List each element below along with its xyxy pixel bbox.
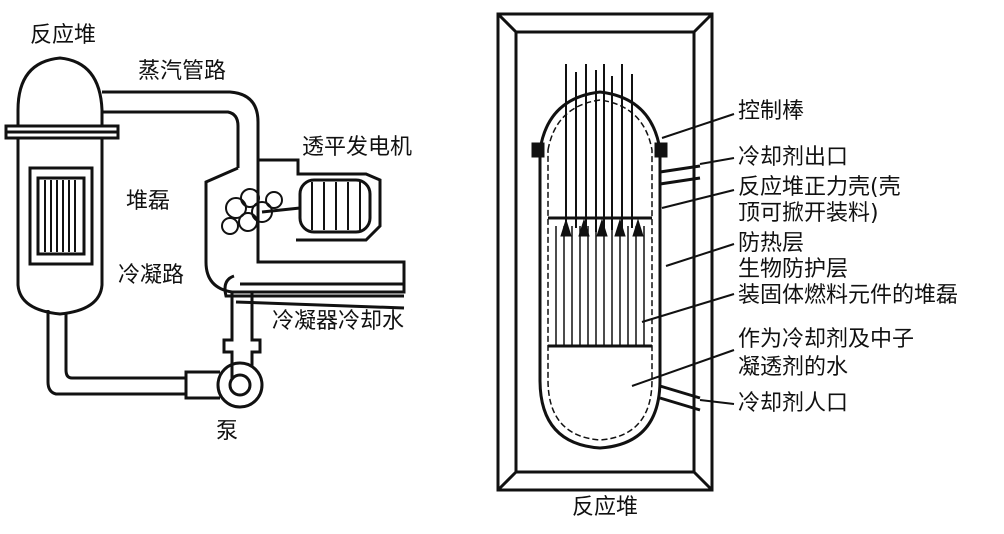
left-condenser-coil	[223, 274, 405, 310]
label-condenser-cooling-water: 冷凝器冷却水	[272, 309, 405, 334]
label-control-rods: 控制棒	[738, 99, 805, 124]
label-pressure-shell-line2: 顶可掀开装料)	[738, 201, 879, 226]
label-coolant-outlet: 冷却剂出口	[738, 145, 849, 170]
left-return-pipe	[46, 310, 186, 396]
label-water-line2: 凝透剂的水	[738, 355, 849, 380]
right-coolant-inlet-pipe	[659, 384, 701, 412]
right-coolant-outlet-pipe	[659, 164, 701, 186]
left-reactor-vessel	[4, 56, 120, 316]
left-reactor-core	[28, 166, 94, 266]
right-diagram-caption: 反应堆	[572, 495, 639, 520]
left-condensate-line	[222, 292, 262, 380]
label-condenser-path: 冷凝路	[118, 263, 185, 288]
label-core: 堆磊	[126, 189, 171, 214]
left-pump	[184, 361, 264, 409]
right-control-rods	[565, 64, 633, 232]
right-vessel-flange	[531, 142, 668, 158]
right-pressure-vessel	[538, 90, 662, 450]
left-generator-coil	[298, 178, 372, 234]
label-biological-shield: 生物防护层	[738, 257, 849, 282]
label-thermal-shield: 防热层	[738, 231, 805, 256]
label-turbine-generator: 透平发电机	[302, 135, 413, 160]
right-fuel-core	[548, 216, 652, 348]
left-turbine-housing	[204, 158, 406, 294]
label-fuel-core: 装固体燃料元件的堆磊	[738, 283, 959, 308]
label-water-line1: 作为冷却剂及中子	[738, 327, 915, 352]
label-steam-pipe: 蒸汽管路	[138, 59, 227, 84]
right-leader-lines	[631, 113, 735, 405]
label-reactor: 反应堆	[30, 23, 97, 48]
left-turbine-rotor	[221, 188, 301, 235]
label-pressure-shell-line1: 反应堆正力壳(壳	[738, 175, 901, 200]
label-pump: 泵	[216, 419, 239, 444]
left-steam-pipe	[102, 90, 260, 168]
label-coolant-inlet: 冷却剂人口	[738, 391, 849, 416]
